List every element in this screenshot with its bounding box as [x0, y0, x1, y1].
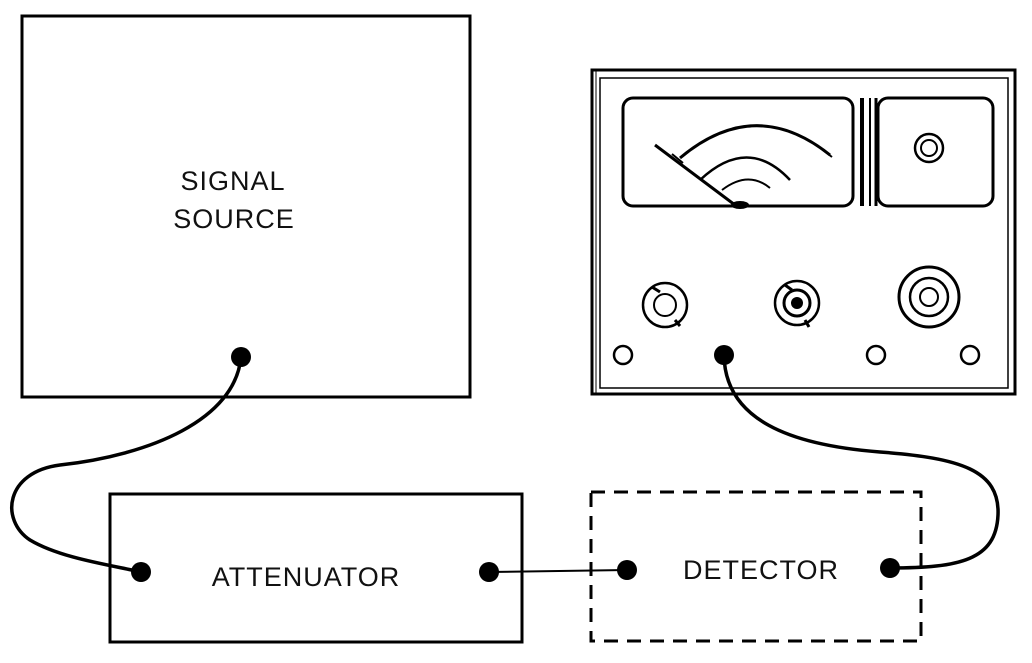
signal-source-label-line1: SIGNAL	[180, 166, 285, 196]
cable-source-to-attenuator	[10, 355, 243, 574]
detector-label: DETECTOR	[683, 555, 839, 585]
meter-pivot	[731, 201, 749, 209]
meter-jack-right	[959, 344, 981, 366]
cables	[10, 353, 1000, 574]
meter-face	[621, 96, 855, 209]
cable-attenuator-to-detector	[488, 569, 628, 573]
meter-jack-middle-right	[865, 344, 887, 366]
meter-jack-left	[612, 344, 634, 366]
meter-needle	[654, 143, 736, 207]
attenuator-label: ATTENUATOR	[212, 562, 401, 592]
range-knob-icon	[641, 281, 689, 329]
meter-instrument	[590, 68, 1017, 396]
attenuator-box: ATTENUATOR	[108, 492, 524, 644]
pilot-lamp-panel	[876, 96, 995, 208]
function-knob-icon	[773, 279, 821, 328]
signal-source-box: SIGNAL SOURCE	[20, 14, 472, 399]
pilot-lamp-icon	[913, 132, 945, 164]
cable-meter-to-detector	[722, 353, 1000, 570]
input-connector-icon	[897, 265, 961, 329]
detector-box: DETECTOR	[589, 490, 923, 643]
signal-source-label-line2: SOURCE	[173, 204, 295, 234]
panel-divider	[860, 98, 878, 206]
